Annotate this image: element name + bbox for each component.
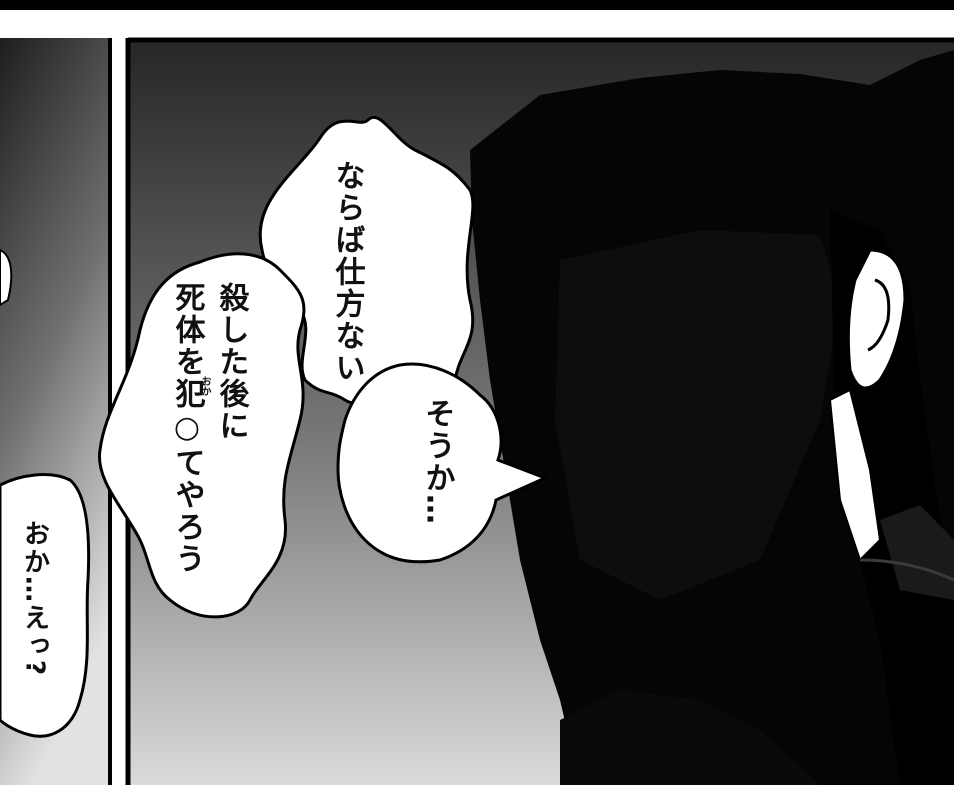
speech-bubble-4 [0, 473, 91, 738]
bubble-2-furigana: おか [199, 376, 210, 396]
bubble-2-line-1: 殺した後に [213, 282, 249, 442]
speech-bubble-2 [97, 252, 306, 619]
bubble-4-text: おか…えっ? [19, 520, 50, 678]
partial-bubble-edge [0, 248, 13, 307]
bubble-1-text: ならば仕方ない [329, 160, 365, 384]
speech-bubble-1 [258, 116, 475, 410]
speech-bubble-3 [336, 362, 549, 564]
bubble-3-text: そうか… [419, 398, 455, 526]
dark-figure [470, 50, 954, 785]
previous-panel-border [0, 0, 954, 10]
bubble-2-line-2: 死体を犯○てやろう [169, 282, 205, 575]
